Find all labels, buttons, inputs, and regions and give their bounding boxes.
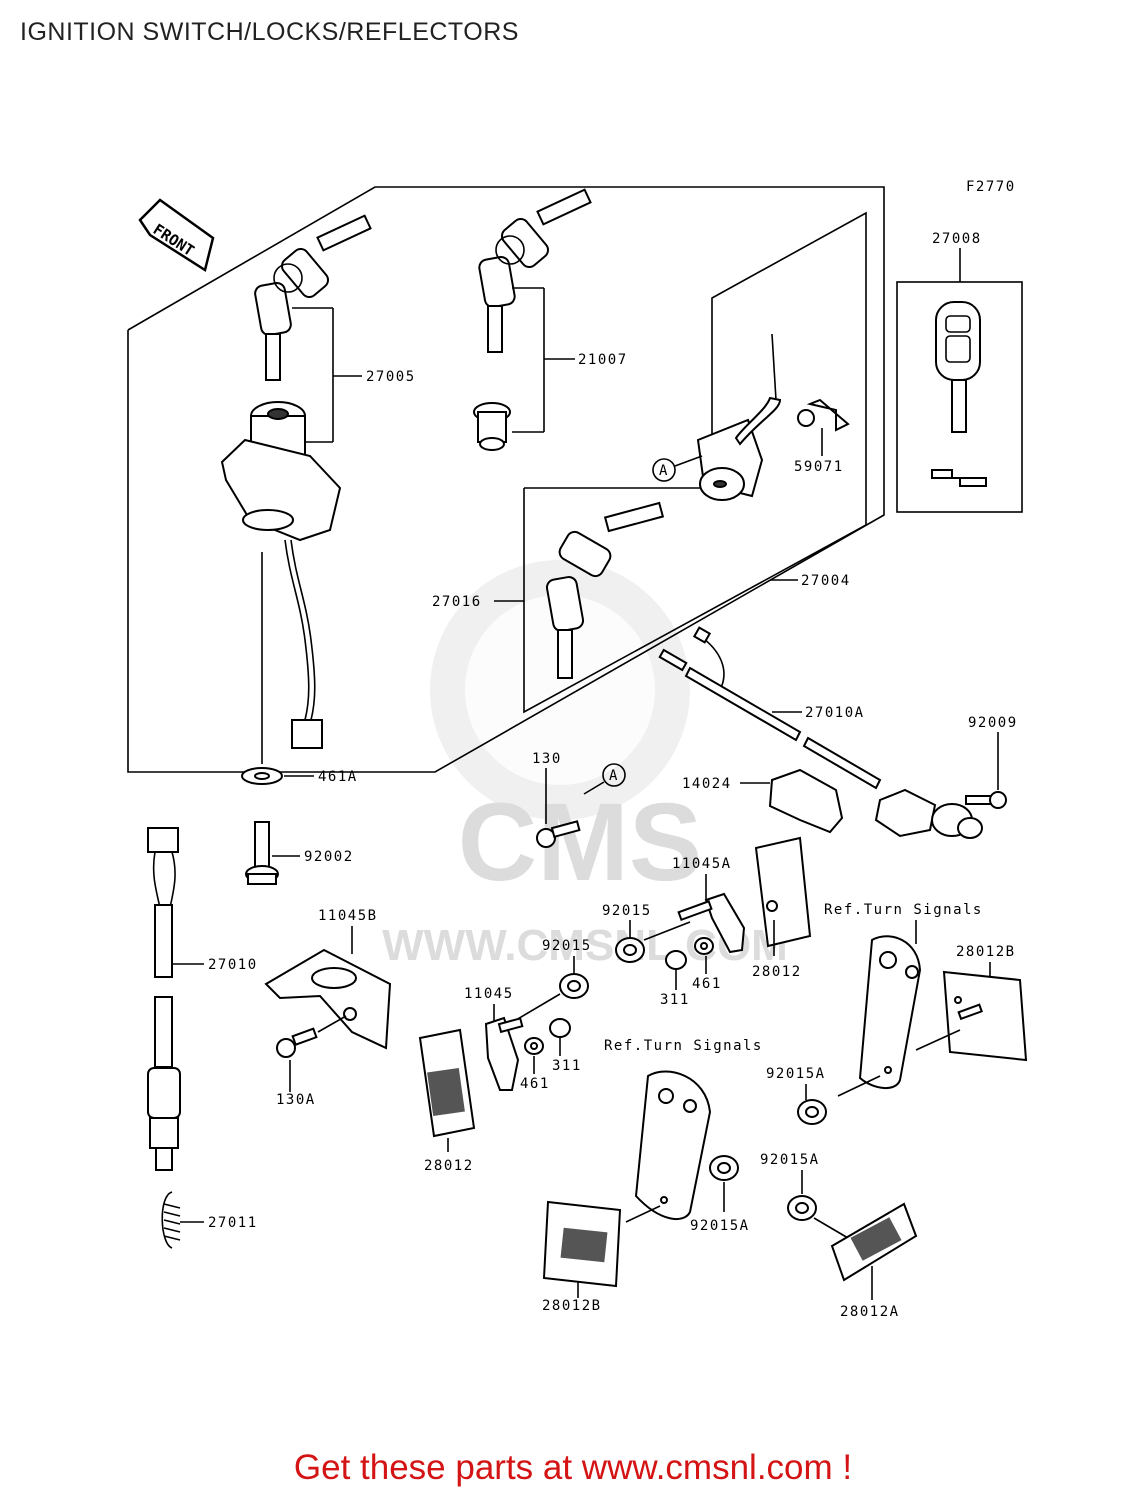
- page-title: IGNITION SWITCH/LOCKS/REFLECTORS: [20, 18, 519, 46]
- part-label-92015A-3: 92015A: [760, 1152, 820, 1168]
- washer-461-a: [694, 937, 714, 955]
- nut-92015-a: [615, 937, 645, 963]
- svg-text:A: A: [609, 768, 619, 784]
- key-27008-box: [896, 281, 1023, 513]
- part-label-11045B: 11045B: [318, 908, 378, 924]
- stop-switch: [874, 788, 983, 839]
- watermark: CMS WWW.CMSNL.COM: [382, 560, 788, 970]
- part-label-461-a: 461: [692, 976, 722, 992]
- part-label-311-a: 311: [660, 992, 690, 1008]
- part-label-130A: 130A: [276, 1092, 316, 1108]
- watermark-logo: CMS: [458, 781, 702, 904]
- svg-text:A: A: [659, 463, 669, 479]
- clip-59071: [797, 398, 850, 432]
- part-label-27010A: 27010A: [805, 705, 865, 721]
- washer-461-b: [524, 1037, 544, 1055]
- part-label-27008: 27008: [932, 231, 982, 247]
- turn-signal-plate-lower: [634, 1070, 712, 1220]
- part-label-311-b: 311: [552, 1058, 582, 1074]
- key-set-27016: [545, 501, 665, 679]
- switch-cable-27010A: [658, 626, 882, 790]
- nut-92015A-2: [709, 1155, 739, 1181]
- part-label-27004: 27004: [801, 573, 851, 589]
- turn-signal-plate-right: [858, 935, 922, 1089]
- part-label-130: 130: [532, 751, 562, 767]
- part-label-461A: 461A: [318, 769, 358, 785]
- nut-311-a: [665, 950, 687, 970]
- bracket-11045A: [677, 892, 746, 954]
- bolt-130A: [276, 1027, 318, 1058]
- key-set-27005: [254, 214, 372, 381]
- bolt-92009: [965, 791, 1007, 809]
- part-label-11045A: 11045A: [672, 856, 732, 872]
- key-set-21007: [478, 188, 592, 353]
- part-label-461-b: 461: [520, 1076, 550, 1092]
- part-label-28012-b: 28012: [424, 1158, 474, 1174]
- bracket-14024: [768, 768, 844, 834]
- kit-frame-outer: [127, 186, 885, 773]
- nut-92015A-3: [787, 1195, 817, 1221]
- lock-cylinder-21007: [473, 402, 511, 451]
- part-label-21007: 21007: [578, 352, 628, 368]
- part-label-92015A-2: 92015A: [690, 1218, 750, 1234]
- nut-92015-b: [559, 973, 589, 999]
- part-label-28012A: 28012A: [840, 1304, 900, 1320]
- part-label-27011: 27011: [208, 1215, 258, 1231]
- part-label-28012-a: 28012: [752, 964, 802, 980]
- bracket-11045B: [264, 948, 392, 1050]
- seat-lock-assembly: [696, 333, 782, 501]
- reflector-28012-upper: [754, 836, 812, 948]
- callout-a-lower: A: [583, 763, 626, 795]
- washer-461A: [241, 767, 283, 785]
- front-arrow-icon: FRONT: [138, 198, 215, 272]
- part-label-92015-a: 92015: [602, 903, 652, 919]
- nut-92015A-1: [797, 1099, 827, 1125]
- part-label-92015A-1: 92015A: [766, 1066, 826, 1082]
- ref-turn-signals-note-lower: Ref.Turn Signals: [604, 1038, 763, 1054]
- callout-a-upper: A: [652, 455, 703, 482]
- part-label-92009: 92009: [968, 715, 1018, 731]
- ref-turn-signals-note-right: Ref.Turn Signals: [824, 902, 983, 918]
- figure-code: F2770: [966, 179, 1016, 195]
- part-label-28012B-bottom: 28012B: [542, 1298, 602, 1314]
- part-label-27005: 27005: [366, 369, 416, 385]
- part-label-28012B-top: 28012B: [956, 944, 1016, 960]
- nut-311-b: [549, 1018, 571, 1038]
- part-label-59071: 59071: [794, 459, 844, 475]
- cable-27010: [147, 827, 179, 1068]
- key-27008: [931, 301, 987, 487]
- bolt-130: [536, 820, 581, 848]
- reflector-28012B-bottom: [542, 1200, 622, 1288]
- part-label-27010: 27010: [208, 957, 258, 973]
- part-label-92002: 92002: [304, 849, 354, 865]
- part-label-92015-b: 92015: [542, 938, 592, 954]
- ignition-switch: [220, 401, 342, 749]
- switch-body-27010: [147, 1067, 181, 1171]
- part-label-11045: 11045: [464, 986, 514, 1002]
- footer-cta-link[interactable]: Get these parts at www.cmsnl.com !: [293, 1448, 853, 1487]
- reflector-28012A: [830, 1202, 918, 1282]
- part-label-27016: 27016: [432, 594, 482, 610]
- reflector-28012-lower: [418, 1028, 476, 1138]
- bolt-92002: [245, 821, 279, 885]
- bracket-11045: [484, 1016, 524, 1091]
- reflector-28012B-top: [942, 970, 1028, 1062]
- spring-27011: [161, 1191, 181, 1249]
- part-label-14024: 14024: [682, 776, 732, 792]
